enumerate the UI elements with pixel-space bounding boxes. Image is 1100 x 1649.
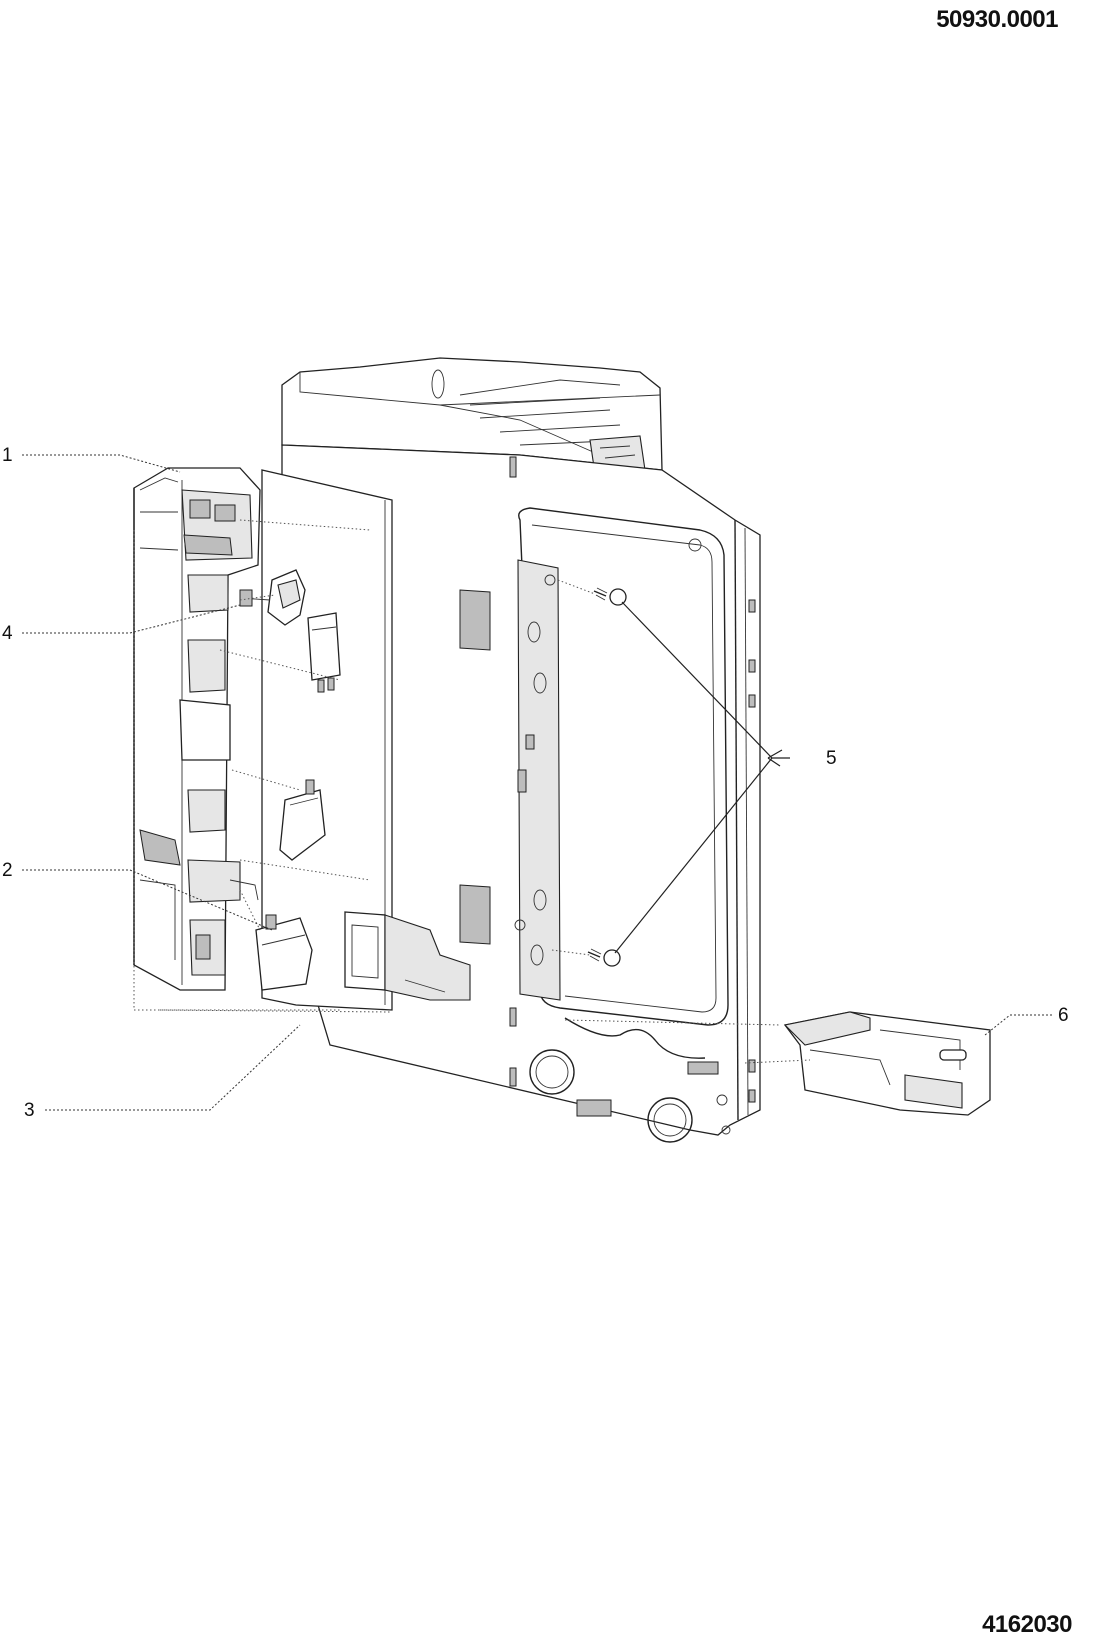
screw-upper xyxy=(593,587,627,606)
callout-2: 2 xyxy=(2,860,13,881)
drawing-code: 50930.0001 xyxy=(936,6,1058,33)
callout-6: 6 xyxy=(1058,1005,1069,1026)
bracket-item-6 xyxy=(783,1011,991,1116)
callout-leaders xyxy=(22,454,1052,1111)
sheet-code: 4162030 xyxy=(982,1611,1072,1638)
micro-switch-upper xyxy=(307,612,341,693)
callout-1: 1 xyxy=(2,445,13,466)
callout-4: 4 xyxy=(2,623,13,644)
actuator-lever-item-4 xyxy=(239,569,306,626)
micro-switch-lower-item-2 xyxy=(255,914,313,991)
callout-5: 5 xyxy=(826,748,837,769)
callout-3: 3 xyxy=(24,1100,35,1121)
screw-lower xyxy=(587,948,621,967)
micro-switch-middle xyxy=(279,779,326,861)
switch-holder-item-1 xyxy=(133,467,261,991)
